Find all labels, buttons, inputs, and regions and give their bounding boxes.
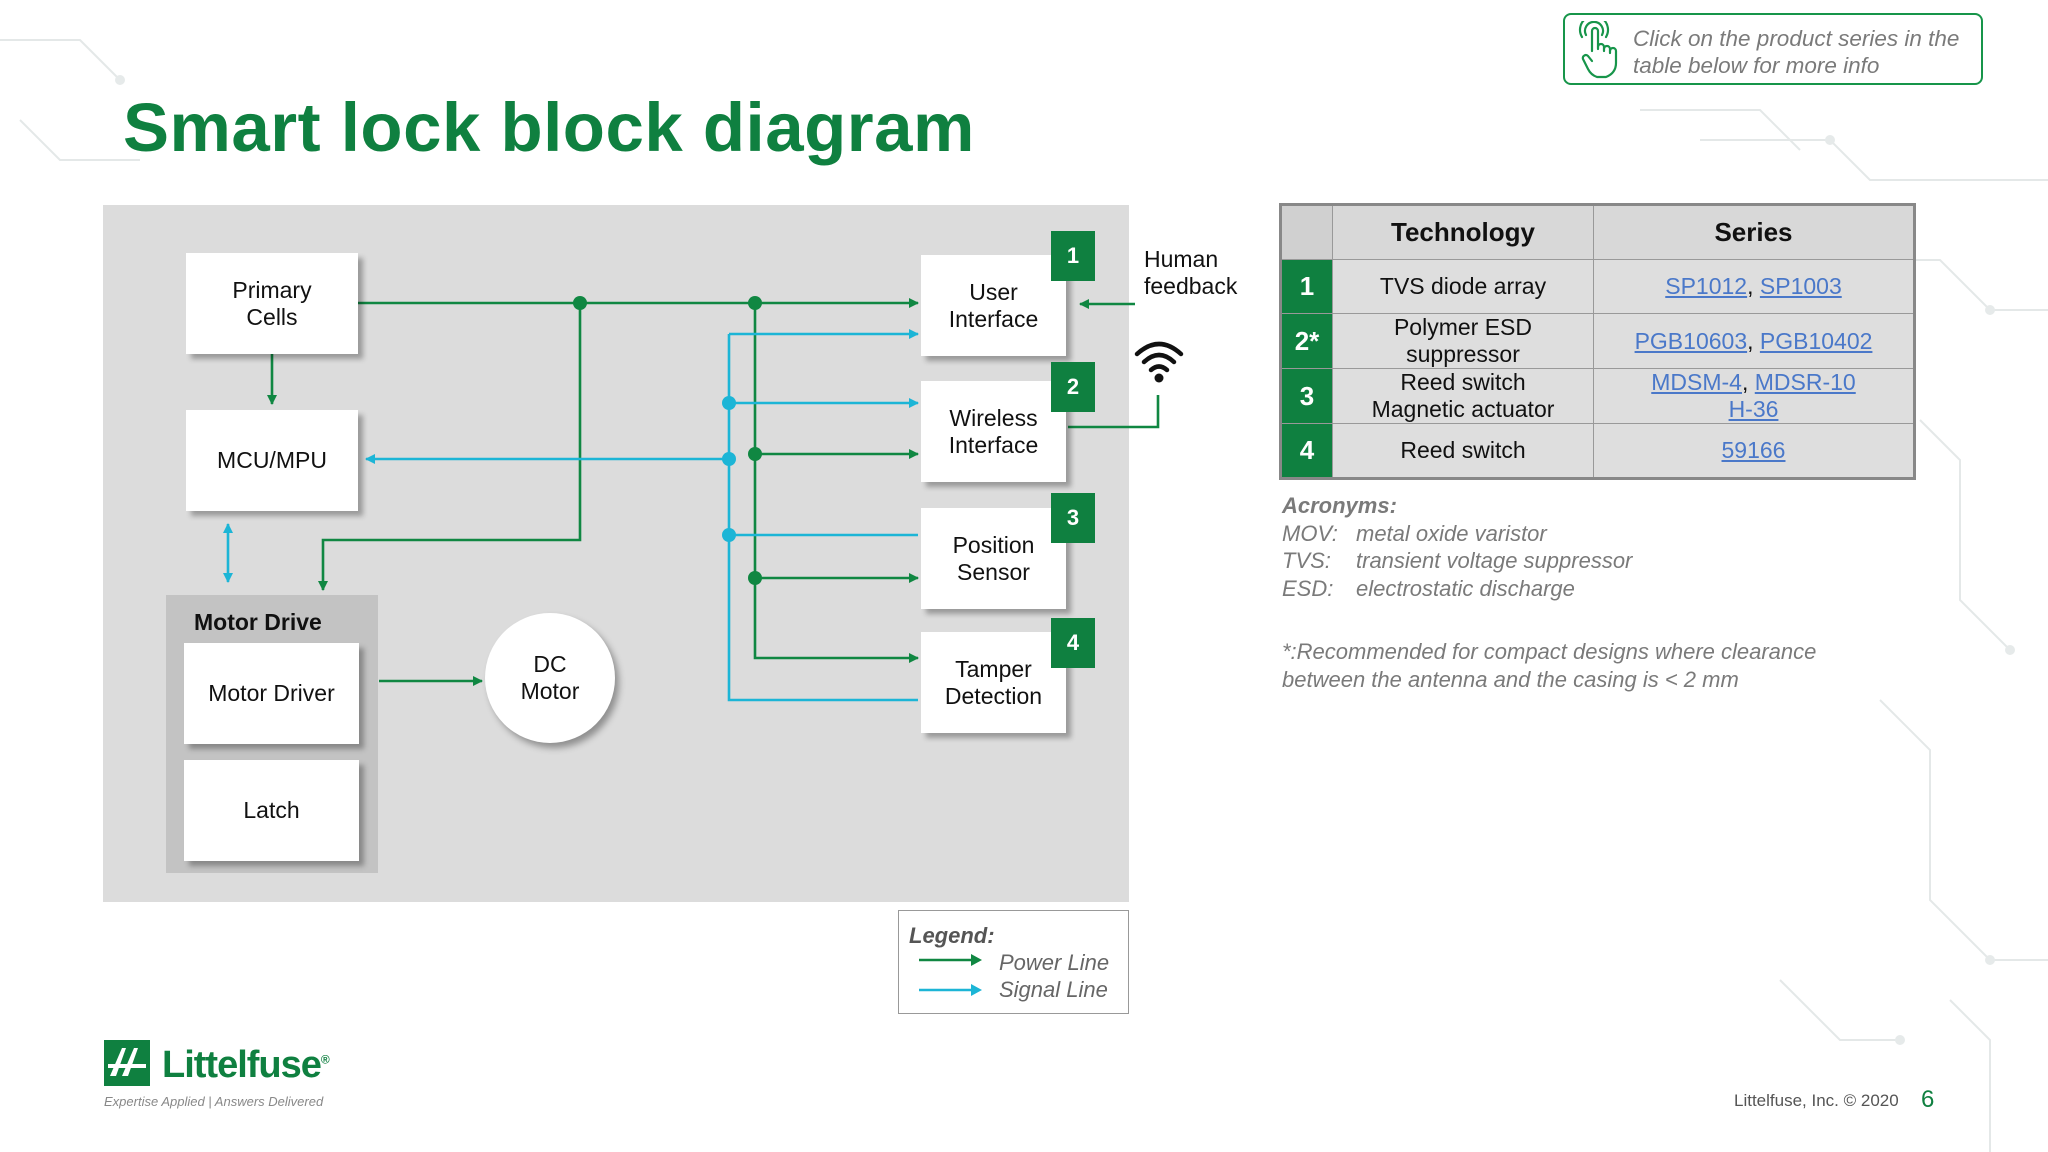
badge-2: 2 — [1051, 362, 1095, 412]
logo-wordmark: Littelfuse® — [162, 1044, 330, 1086]
row-number: 2* — [1280, 313, 1333, 369]
latch-block: Latch — [184, 760, 359, 861]
legend-box: Legend: Power Line Signal Line — [898, 910, 1129, 1014]
table-header-row: Technology Series — [1280, 204, 1915, 260]
row-technology: Polymer ESD suppressor — [1332, 313, 1594, 369]
motor-driver-block: Motor Driver — [184, 643, 359, 744]
acronym-key: MOV: — [1282, 520, 1338, 546]
acronym-value: electrostatic discharge — [1356, 575, 1575, 601]
position-sensor-block: Position Sensor — [921, 508, 1066, 609]
row-technology: TVS diode array — [1332, 259, 1594, 314]
table-header-num — [1280, 204, 1333, 260]
row-technology: Reed switch — [1332, 423, 1594, 479]
row-number: 1 — [1280, 259, 1333, 314]
row-number: 3 — [1280, 368, 1333, 424]
table-row: 1 TVS diode array SP1012, SP1003 — [1280, 259, 1915, 314]
badge-3: 3 — [1051, 493, 1095, 543]
primary-cells-block: Primary Cells — [186, 253, 358, 354]
page-title: Smart lock block diagram — [123, 89, 975, 166]
acronym-row: ESD: electrostatic discharge — [1282, 575, 1632, 603]
logo-mark-icon — [104, 1040, 150, 1086]
littelfuse-logo: Littelfuse® Expertise Applied | Answers … — [104, 1040, 330, 1110]
row-number: 4 — [1280, 423, 1333, 479]
table-row: 4 Reed switch 59166 — [1280, 423, 1915, 479]
motor-drive-label: Motor Drive — [194, 609, 322, 635]
footnote: *:Recommended for compact designs where … — [1282, 639, 1817, 692]
series-link-mdsr-10[interactable]: MDSR-10 — [1754, 369, 1856, 395]
acronym-key: ESD: — [1282, 575, 1334, 601]
legend-title: Legend: — [909, 923, 995, 948]
row-series: SP1012, SP1003 — [1593, 259, 1915, 314]
logo-tagline: Expertise Applied | Answers Delivered — [104, 1094, 324, 1109]
legend-swatches — [919, 954, 982, 996]
dc-motor-circle: DC Motor — [485, 613, 615, 743]
series-link-h-36[interactable]: H-36 — [1728, 396, 1779, 422]
row-series: PGB10603, PGB10402 — [1593, 313, 1915, 369]
series-link-sp1003[interactable]: SP1003 — [1759, 273, 1842, 299]
tamper-detection-block: Tamper Detection — [921, 632, 1066, 733]
page-number: 6 — [1921, 1086, 1935, 1113]
power-lines — [267, 298, 1160, 686]
row-series: 59166 — [1593, 423, 1915, 479]
series-link-59166[interactable]: 59166 — [1721, 437, 1786, 463]
table-header-series: Series — [1593, 204, 1915, 260]
acronym-row: TVS: transient voltage suppressor — [1282, 547, 1632, 575]
acronyms-heading: Acronyms: — [1282, 493, 1397, 518]
series-link-mdsm-4[interactable]: MDSM-4 — [1651, 369, 1742, 395]
series-link-sp1012[interactable]: SP1012 — [1665, 273, 1748, 299]
acronyms-block: Acronyms: MOV: metal oxide varistor TVS: t… — [1282, 492, 1632, 602]
wireless-interface-block: Wireless Interface — [921, 381, 1066, 482]
human-feedback-label: Human feedback — [1144, 246, 1238, 299]
user-interface-block: User Interface — [921, 255, 1066, 356]
acronym-row: MOV: metal oxide varistor — [1282, 520, 1632, 548]
acronym-key: TVS: — [1282, 548, 1331, 573]
row-technology: Reed switch Magnetic actuator — [1332, 368, 1594, 424]
mcu-block: MCU/MPU — [186, 410, 358, 511]
table-row: 3 Reed switch Magnetic actuator MDSM-4, … — [1280, 368, 1915, 424]
badge-1: 1 — [1051, 231, 1095, 281]
copyright-text: Littelfuse, Inc. © 2020 — [1734, 1091, 1899, 1110]
series-link-pgb10402[interactable]: PGB10402 — [1759, 327, 1873, 354]
legend-power-line: Power Line — [999, 950, 1110, 975]
acronym-value: transient voltage suppressor — [1356, 548, 1633, 573]
table-row: 2* Polymer ESD suppressor PGB10603, PGB1… — [1280, 313, 1915, 369]
acronym-value: metal oxide varistor — [1356, 520, 1547, 546]
info-hint-box: Click on the product series in the table… — [1563, 13, 1983, 85]
badge-4: 4 — [1051, 618, 1095, 668]
legend-signal-line: Signal Line — [999, 977, 1108, 1002]
wifi-icon — [1134, 341, 1184, 383]
series-table: Technology Series 1 TVS diode array SP10… — [1279, 203, 1916, 480]
hint-text: Click on the product series in the table… — [1633, 26, 1960, 78]
pointer-hand-icon — [1578, 21, 1618, 79]
table-header-technology: Technology — [1332, 204, 1594, 260]
series-link-pgb10603[interactable]: PGB10603 — [1634, 327, 1748, 354]
